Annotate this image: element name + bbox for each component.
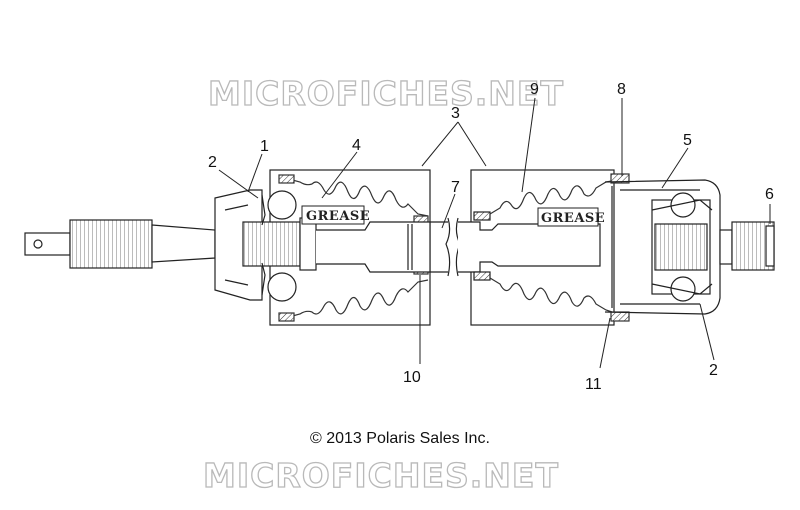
- callout-2-right: 2: [709, 362, 718, 379]
- left-shaft-segment: [316, 217, 451, 277]
- left-cv-housing: [214, 189, 263, 301]
- right-boot: [489, 173, 630, 322]
- callout-4: 4: [352, 137, 361, 154]
- right-cv-housing: [604, 179, 721, 315]
- callout-2-left: 2: [208, 154, 217, 171]
- callout-3: 3: [451, 105, 460, 122]
- watermark-top: MICROFICHES.NET: [208, 74, 564, 113]
- callout-7: 7: [451, 179, 460, 196]
- leader-lines: [218, 97, 771, 369]
- callout-5: 5: [683, 132, 692, 149]
- grease-label-right: GREASE: [541, 211, 605, 226]
- right-stub-shaft: [719, 221, 775, 271]
- callout-11: 11: [585, 376, 602, 393]
- left-cv-joint: [242, 190, 317, 302]
- left-stub-shaft: [24, 219, 216, 269]
- callout-6: 6: [765, 186, 774, 203]
- callout-9: 9: [530, 81, 539, 98]
- callout-1: 1: [260, 138, 269, 155]
- right-shaft-segment: [455, 211, 601, 281]
- grease-label-left: GREASE: [306, 209, 370, 224]
- watermark-bottom: MICROFICHES.NET: [203, 456, 559, 495]
- callout-10: 10: [403, 369, 421, 386]
- copyright-text: © 2013 Polaris Sales Inc.: [310, 430, 490, 447]
- callout-8: 8: [617, 81, 626, 98]
